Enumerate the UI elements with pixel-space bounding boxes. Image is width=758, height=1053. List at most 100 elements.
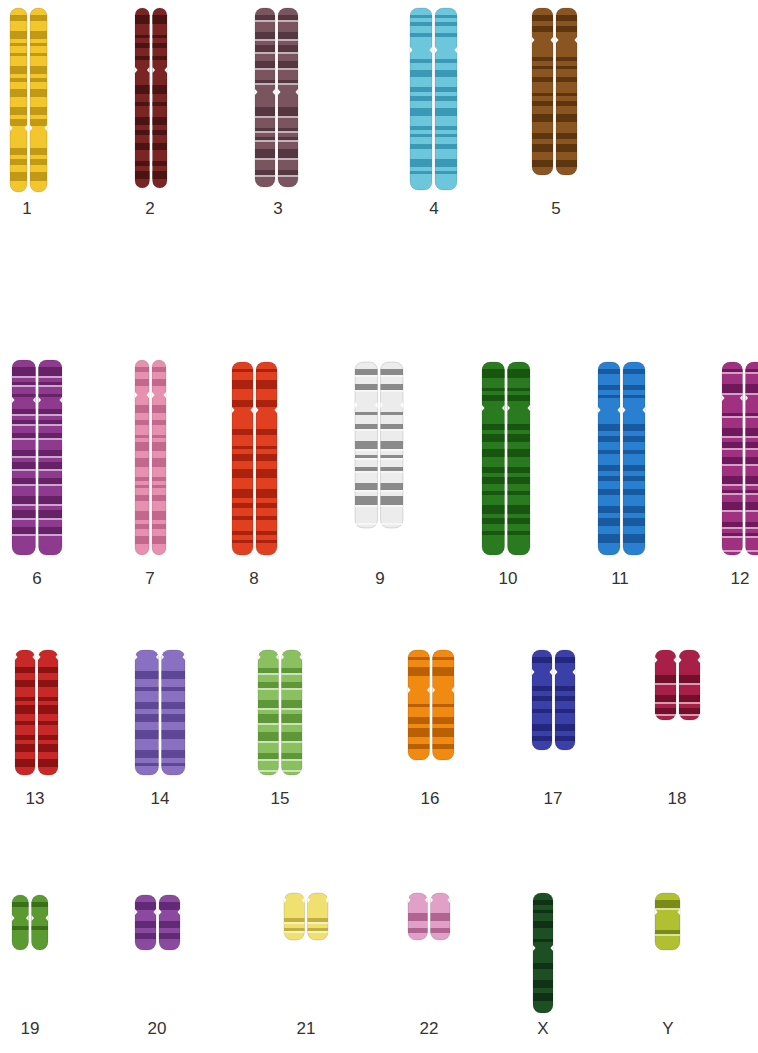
chromosome-band bbox=[30, 107, 47, 115]
chromosome-band bbox=[555, 686, 575, 691]
chromosome-band bbox=[533, 900, 553, 905]
chromosome-band bbox=[152, 495, 166, 501]
chromosome-band bbox=[746, 522, 758, 527]
chromosome-band-light bbox=[746, 464, 758, 466]
chromosome-band bbox=[482, 491, 505, 495]
chromosome-band-light bbox=[278, 20, 298, 22]
chromosome-band bbox=[15, 744, 35, 752]
chromosome-band bbox=[258, 700, 279, 708]
chromosome-band bbox=[410, 33, 432, 37]
chromosome-band bbox=[722, 502, 743, 510]
chromosome-band bbox=[623, 436, 645, 442]
chromosome-band bbox=[508, 531, 531, 535]
chromosome-band bbox=[10, 31, 27, 39]
chromosome-band bbox=[410, 159, 432, 167]
chromosome-band bbox=[532, 696, 552, 701]
chromosome-band-light bbox=[381, 471, 404, 473]
chromosome-number: 15 bbox=[271, 790, 290, 807]
chromosome-band bbox=[39, 450, 63, 456]
chromosome-band bbox=[532, 101, 553, 106]
centromere bbox=[135, 654, 138, 660]
chromosome-band bbox=[598, 518, 620, 526]
chromosome-number: X bbox=[537, 1020, 548, 1037]
chromosome-band-light bbox=[12, 456, 36, 458]
chromosome-band-light bbox=[722, 436, 743, 438]
chromosome-band bbox=[598, 385, 620, 390]
chromosome-band bbox=[278, 107, 298, 116]
chromosome-band bbox=[12, 496, 36, 504]
centromere bbox=[164, 392, 167, 398]
chromosome-band bbox=[255, 45, 275, 52]
chromosome-band bbox=[381, 441, 404, 449]
chromosome-band bbox=[256, 489, 277, 498]
centromere bbox=[56, 654, 59, 660]
chromosome-band bbox=[408, 717, 430, 724]
chromosome-band bbox=[355, 412, 378, 415]
chromosome-band bbox=[135, 367, 149, 372]
centromere bbox=[255, 89, 258, 95]
chromosome-band bbox=[255, 107, 275, 116]
chromosome-band bbox=[232, 446, 253, 449]
chromosome-band bbox=[556, 15, 577, 21]
chromosome-band bbox=[433, 667, 455, 676]
chromosome-band bbox=[623, 506, 645, 513]
chromosome-band-light bbox=[12, 484, 36, 486]
chromosome-band-light bbox=[655, 934, 680, 936]
chromosome-band bbox=[255, 61, 275, 68]
chromosome-band bbox=[532, 26, 553, 32]
chromosome-band-light bbox=[284, 931, 305, 933]
chromosome-band bbox=[32, 902, 49, 907]
chromosome-band-light bbox=[12, 469, 36, 471]
chromosome-band bbox=[278, 61, 298, 68]
centromere bbox=[258, 654, 261, 660]
chromatid bbox=[482, 362, 505, 555]
centromere bbox=[38, 654, 41, 660]
chromosome-band bbox=[482, 518, 505, 524]
chromosome-band bbox=[435, 171, 457, 174]
chromosome-band bbox=[258, 732, 279, 741]
chromosome-band bbox=[482, 477, 505, 484]
chromosome-band-light bbox=[284, 922, 305, 924]
chromosome-band-light bbox=[655, 908, 680, 910]
chromosome-band bbox=[508, 477, 531, 484]
chromosome-band bbox=[533, 921, 553, 928]
chromosome-band-light bbox=[278, 175, 298, 177]
chromatid bbox=[232, 362, 253, 555]
centromere bbox=[401, 402, 404, 408]
chromosome-band bbox=[482, 467, 505, 473]
chromosome-band bbox=[655, 695, 676, 702]
centromere bbox=[427, 687, 430, 693]
chromosome-band bbox=[532, 709, 552, 713]
chromosome-number: 7 bbox=[145, 570, 154, 587]
chromatid bbox=[655, 650, 676, 720]
chromosome-band-light bbox=[258, 770, 279, 772]
chromosome-band bbox=[12, 462, 36, 469]
centromere bbox=[300, 654, 303, 660]
centromere bbox=[573, 669, 576, 675]
chromosome-band bbox=[556, 77, 577, 82]
centromere bbox=[551, 37, 554, 43]
chromosome-band-light bbox=[722, 372, 743, 374]
chromosome-band bbox=[284, 918, 305, 922]
centromere bbox=[452, 687, 455, 693]
chromosome-band bbox=[153, 35, 168, 38]
chromosome-number: 8 bbox=[249, 570, 258, 587]
centromere bbox=[147, 392, 150, 398]
chromosome-band bbox=[746, 490, 758, 493]
chromosome-band bbox=[135, 511, 149, 520]
chromosome-band bbox=[435, 159, 457, 167]
chromosome-band bbox=[532, 15, 553, 21]
chromosome-band-light bbox=[308, 931, 329, 933]
centromere bbox=[232, 407, 235, 413]
chromosome-band bbox=[533, 980, 553, 988]
chromosome-band-light bbox=[258, 708, 279, 710]
chromosome-number: 1 bbox=[22, 200, 31, 217]
chromosome-band-light bbox=[39, 414, 63, 416]
chromosome-band bbox=[746, 476, 758, 484]
chromatid bbox=[598, 362, 620, 555]
centromere bbox=[26, 915, 29, 921]
chromosome-band-light bbox=[722, 464, 743, 466]
chromosome-band-light bbox=[39, 456, 63, 458]
chromatid bbox=[556, 8, 577, 175]
chromosome-band bbox=[135, 485, 149, 488]
